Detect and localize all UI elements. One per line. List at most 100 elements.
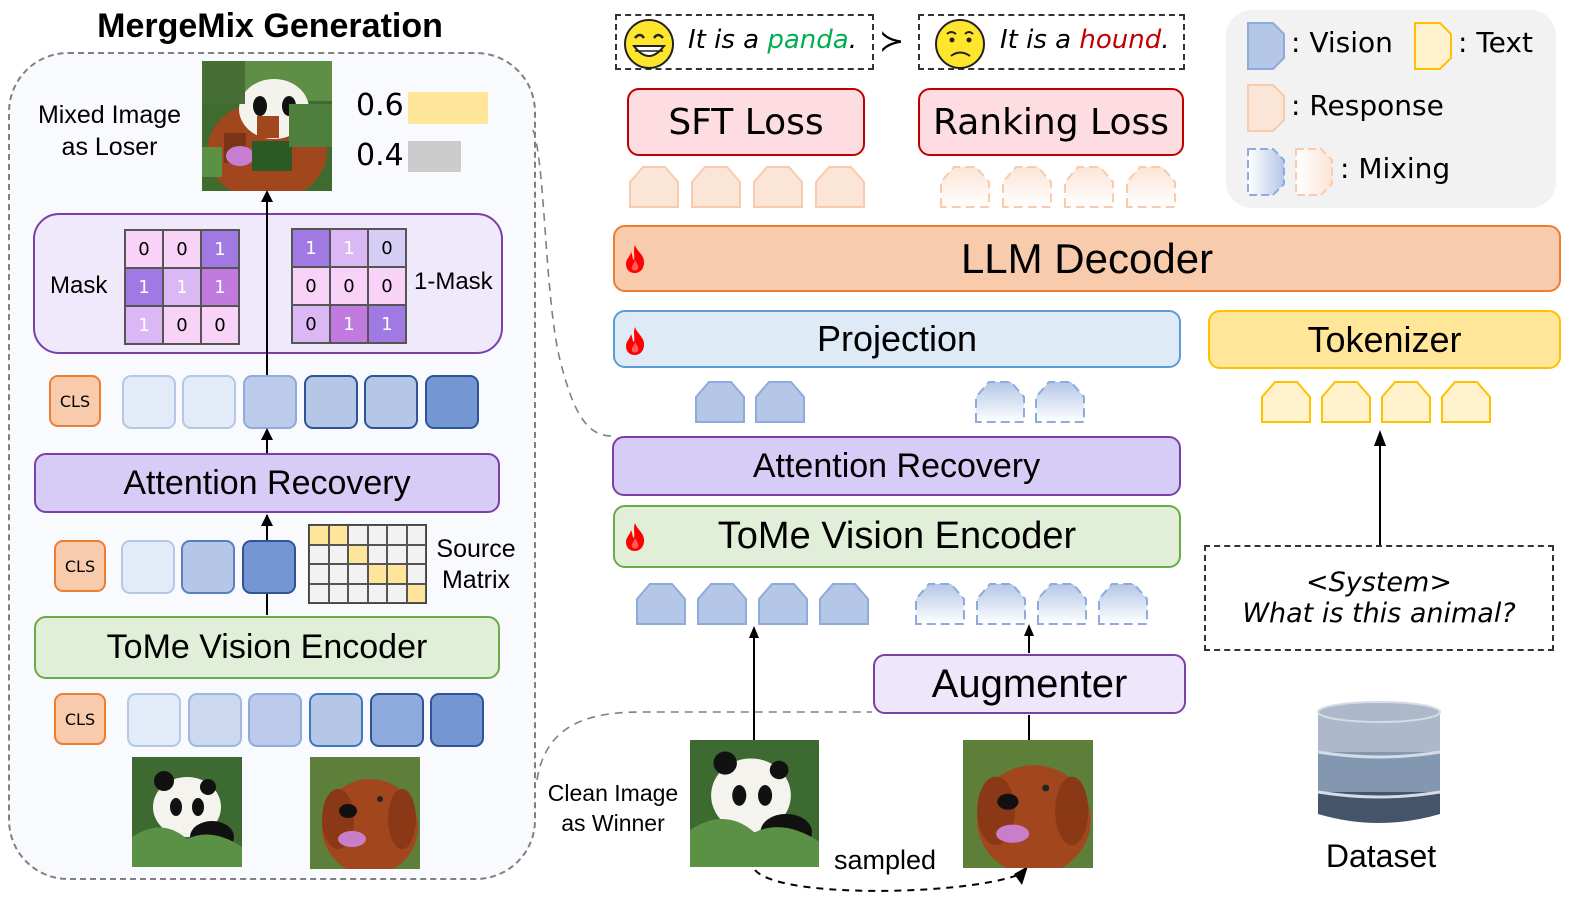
mixed-image-label-line1: Mixed Image xyxy=(37,100,182,129)
dataset-icon xyxy=(1316,696,1442,828)
right-tome-vision-encoder-block: ToMe Vision Encoder xyxy=(613,505,1181,568)
winner-image-label-line2: as Winner xyxy=(561,810,665,836)
mergemix-generation-title: MergeMix Generation xyxy=(97,6,443,45)
grinning-face-icon xyxy=(622,18,676,70)
legend-text-icon xyxy=(1414,22,1452,70)
text-token xyxy=(1321,381,1371,423)
text-token xyxy=(1261,381,1311,423)
loser-suffix: . xyxy=(1161,25,1170,55)
projection-label: Projection xyxy=(816,318,978,359)
arrow-line xyxy=(266,430,268,454)
source-matrix-cell xyxy=(328,544,348,564)
source-matrix-cell xyxy=(367,525,387,545)
source-matrix-cell xyxy=(328,564,348,584)
response-token xyxy=(629,166,679,208)
frowning-face-icon xyxy=(933,18,987,70)
arrow-head xyxy=(749,626,759,638)
vision-token xyxy=(364,375,418,429)
patch-token xyxy=(430,693,484,747)
panda-image xyxy=(132,757,242,867)
sampled-label: sampled xyxy=(834,845,937,875)
winner-image-label: Clean Image as Winner xyxy=(540,778,686,840)
winner-word: panda xyxy=(767,25,849,55)
loser-prefix: It is a xyxy=(1000,25,1080,55)
sampled-arrow xyxy=(754,869,1026,892)
augmenter-block: Augmenter xyxy=(873,654,1186,714)
query-question: What is this animal? xyxy=(1242,598,1516,629)
patch-token xyxy=(370,693,424,747)
inverse-mask-cell: 0 xyxy=(330,267,368,305)
right-attention-recovery-block: Attention Recovery xyxy=(612,436,1181,496)
source-matrix-cell xyxy=(348,564,368,584)
sft-loss-block: SFT Loss xyxy=(627,88,865,156)
mixed-vision-token xyxy=(1098,583,1148,625)
source-matrix-cell xyxy=(367,583,387,603)
patch-token xyxy=(188,693,242,747)
vision-token xyxy=(425,375,479,429)
source-matrix-cell xyxy=(406,564,426,584)
mixed-image-to-attention-connector xyxy=(532,129,613,437)
winner-response-box xyxy=(615,14,874,70)
mixed-image-label-line2: as Loser xyxy=(61,133,158,161)
inverse-mask-cell: 0 xyxy=(292,305,330,343)
query-box: <System> What is this animal? xyxy=(1204,545,1554,651)
winner-suffix: . xyxy=(848,25,857,55)
mask-cell: 1 xyxy=(201,268,239,306)
trainable-flame-icon xyxy=(623,244,647,274)
merged-token xyxy=(242,540,296,594)
mask-block xyxy=(33,213,503,354)
winner-panda-image xyxy=(690,740,819,867)
mask-cell: 0 xyxy=(125,230,163,268)
text-token xyxy=(1441,381,1491,423)
inverse-mask-cell: 0 xyxy=(368,229,406,267)
legend-mixing-label: : Mixing xyxy=(1340,152,1451,185)
source-matrix-cell xyxy=(387,544,407,564)
projection-block: Projection xyxy=(613,310,1181,368)
cls-token: CLS xyxy=(54,540,106,592)
vision-token xyxy=(182,375,236,429)
source-matrix-cell xyxy=(348,544,368,564)
mixed-vision-token xyxy=(915,583,965,625)
source-matrix-label: Source Matrix xyxy=(428,532,524,598)
patch-token xyxy=(127,693,181,747)
mix-ratio-value-1: 0.4 xyxy=(356,138,404,173)
arrow-head xyxy=(261,428,273,440)
loser-response-text: It is a hound. xyxy=(1000,25,1169,55)
legend-response-label: : Response xyxy=(1291,89,1444,122)
inverse-mask-cell: 0 xyxy=(292,267,330,305)
trainable-flame-icon xyxy=(623,326,647,356)
dataset-label: Dataset xyxy=(1325,838,1437,874)
mask-label: Mask xyxy=(50,272,108,299)
source-matrix-cell xyxy=(387,525,407,545)
vision-token xyxy=(755,381,805,423)
query-system-tag: <System> xyxy=(1306,566,1452,598)
source-matrix-cell xyxy=(348,525,368,545)
mix-ratio-bar-0 xyxy=(408,92,488,124)
tokenizer-block: Tokenizer xyxy=(1208,310,1561,369)
mixed-response-token xyxy=(1002,166,1052,208)
legend-response-icon xyxy=(1247,84,1285,132)
vision-token xyxy=(697,583,747,625)
response-tokens xyxy=(629,166,865,208)
mask-cell: 1 xyxy=(125,306,163,344)
response-token xyxy=(815,166,865,208)
legend-text-label: : Text xyxy=(1458,26,1533,59)
inverse-mask-cell: 1 xyxy=(368,305,406,343)
vision-token xyxy=(758,583,808,625)
source-matrix-cell xyxy=(406,544,426,564)
source-matrix-cell xyxy=(406,525,426,545)
source-matrix-grid xyxy=(308,524,427,604)
mixed-image xyxy=(202,61,332,191)
inverse-mask-cell: 1 xyxy=(330,229,368,267)
source-matrix-cell xyxy=(309,544,329,564)
right-encoder-label: ToMe Vision Encoder xyxy=(717,515,1077,557)
mixed-response-token xyxy=(940,166,990,208)
winner-image-label-line1: Clean Image xyxy=(547,780,679,807)
source-matrix-label-line1: Source xyxy=(436,534,516,563)
mixed-vision-token xyxy=(1035,381,1085,423)
source-matrix-cell xyxy=(348,583,368,603)
legend-mixing-response-icon xyxy=(1295,148,1333,196)
source-matrix-cell xyxy=(367,564,387,584)
merged-token xyxy=(121,540,175,594)
